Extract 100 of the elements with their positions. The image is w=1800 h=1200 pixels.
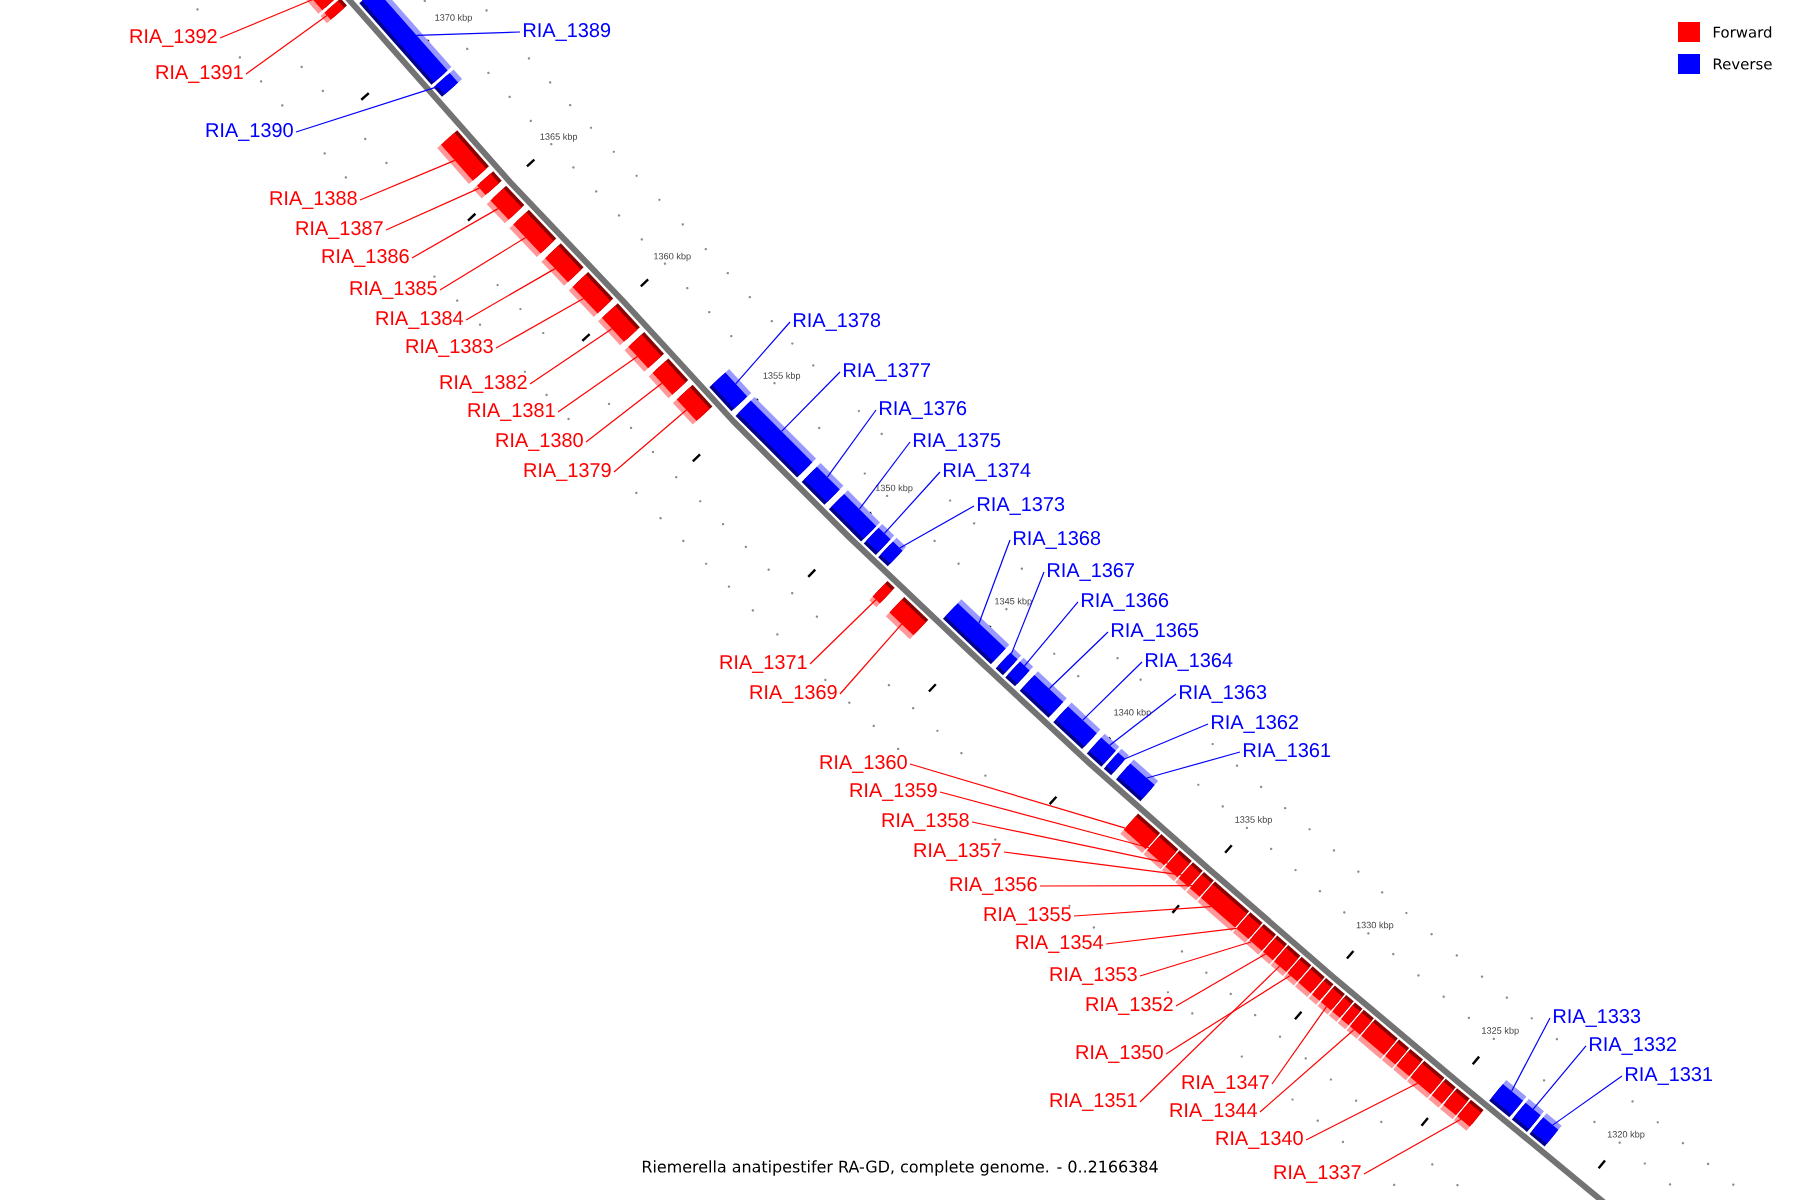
gene-label: RIA_1381 [468, 403, 555, 421]
gene-label: RIA_1359 [850, 783, 937, 801]
leader-line [439, 237, 527, 291]
gene-block [828, 490, 880, 542]
gene-block [624, 332, 665, 372]
leader-line [411, 208, 499, 259]
gene-label: RIA_1337 [1274, 1165, 1361, 1183]
leader-line [1363, 1118, 1462, 1175]
gene-block [473, 171, 502, 199]
gene-label: RIA_1366 [1082, 593, 1169, 611]
leader-line [978, 539, 1011, 624]
gene-block [1270, 945, 1301, 976]
leader-line [415, 31, 521, 36]
leader-line [219, 0, 314, 39]
gene-label: RIA_1384 [376, 311, 464, 329]
gene-label: RIA_1389 [524, 23, 611, 41]
leader-line [557, 355, 638, 413]
leader-line [1139, 941, 1253, 977]
gene-label: RIA_1355 [984, 907, 1071, 925]
leader-line [1510, 1017, 1551, 1092]
leader-line [971, 821, 1169, 864]
leader-line [780, 371, 841, 432]
gene-label: RIA_1332 [1590, 1037, 1676, 1055]
leader-line [359, 159, 456, 201]
gene-label: RIA_1383 [406, 339, 493, 357]
gene-block [672, 384, 713, 425]
gene-label: RIA_1373 [978, 497, 1065, 515]
gene-block [1116, 759, 1159, 802]
gene-block [509, 209, 557, 257]
gene-label: RIA_1362 [1212, 715, 1298, 733]
gene-label: RIA_1340 [1216, 1131, 1303, 1149]
gene-label: RIA_1331 [1626, 1067, 1713, 1085]
gene-block [1197, 881, 1250, 932]
gene-label: RIA_1371 [720, 655, 807, 673]
gene-block [801, 463, 844, 505]
gene-label: RIA_1387 [296, 221, 383, 239]
gene-block [1529, 1113, 1562, 1147]
gene-block [598, 303, 640, 346]
gene-label: RIA_1388 [270, 191, 357, 209]
leader-line [909, 763, 1126, 829]
gene-block [735, 396, 817, 478]
gene-label: RIA_1375 [914, 433, 1001, 451]
leader-line [1010, 571, 1045, 655]
gene-label: RIA_1364 [1146, 653, 1233, 671]
leader-line [1259, 1029, 1355, 1113]
leader-line [826, 409, 877, 478]
leader-line [1139, 965, 1281, 1103]
leader-line [1082, 661, 1143, 721]
gene-block [1053, 702, 1101, 750]
gene-block [359, 0, 452, 85]
leader-line [613, 409, 687, 473]
leader-line [1175, 953, 1267, 1007]
leader-line [385, 187, 481, 231]
leader-line [295, 86, 439, 133]
gene-block [1337, 1002, 1363, 1030]
leader-line [529, 328, 613, 385]
gene-label: RIA_1358 [882, 813, 969, 831]
gene-label: RIA_1380 [496, 433, 583, 451]
leader-line [1109, 693, 1177, 746]
gene-label: RIA_1378 [794, 313, 881, 331]
leader-line [495, 297, 585, 349]
gene-block [568, 272, 614, 317]
gene-label: RIA_1333 [1554, 1009, 1641, 1027]
gene-label: RIA_1391 [156, 65, 243, 83]
leader-line [1105, 927, 1237, 945]
leader-line [899, 505, 975, 549]
gene-block [878, 537, 907, 567]
leader-line [1165, 974, 1291, 1055]
gene-block [433, 69, 463, 97]
leader-line [1271, 1006, 1328, 1085]
leader-line [858, 441, 911, 510]
gene-block [648, 358, 689, 399]
gene-label: RIA_1351 [1050, 1093, 1137, 1111]
leader-line [735, 321, 791, 385]
gene-label: RIA_1376 [880, 401, 967, 419]
gene-block [885, 596, 929, 640]
gene-label: RIA_1344 [1170, 1103, 1257, 1121]
leader-line [809, 599, 877, 665]
leader-line [245, 15, 328, 75]
gene-block [1440, 1088, 1470, 1120]
gene-label: RIA_1379 [524, 463, 611, 481]
leader-line [1146, 751, 1241, 779]
gene-label: RIA_1353 [1050, 967, 1137, 985]
leader-line [585, 382, 663, 443]
gene-label: RIA_1369 [750, 685, 837, 703]
gene-block [1308, 978, 1334, 1005]
gene-label: RIA_1360 [820, 755, 907, 773]
leader-line [1305, 1082, 1419, 1141]
gene-label: RIA_1368 [1014, 531, 1101, 549]
gene-label: RIA_1382 [440, 375, 527, 393]
leader-line [939, 791, 1150, 849]
gene-block [541, 243, 584, 286]
gene-label: RIA_1367 [1048, 563, 1134, 581]
gene-label: RIA_1354 [1016, 935, 1103, 953]
leader-line [1048, 631, 1109, 690]
gene-block [486, 185, 525, 224]
gene-block [437, 130, 489, 185]
gene-label: RIA_1352 [1086, 997, 1173, 1015]
leader-line [1023, 601, 1079, 667]
gene-block [1019, 671, 1067, 718]
